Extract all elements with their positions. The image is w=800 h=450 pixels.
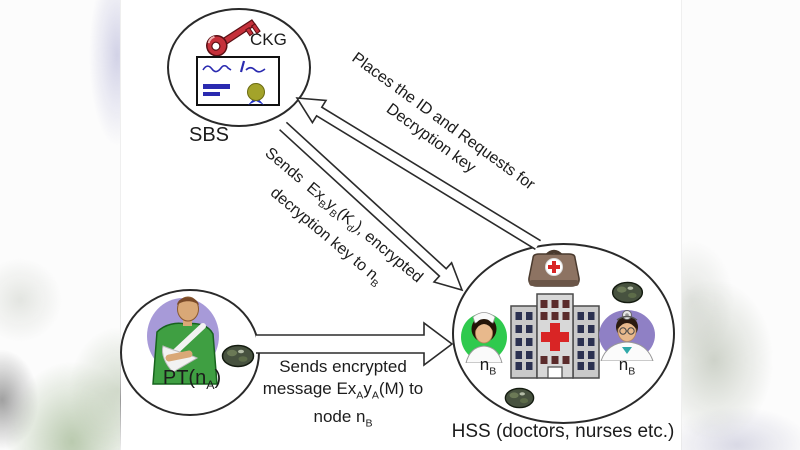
hss-caption: HSS (doctors, nurses etc.) bbox=[451, 421, 675, 442]
hospital-icon bbox=[510, 293, 600, 379]
sendmessage-arrow-label: Sends encrypted message ExAyA(M) to node… bbox=[250, 356, 436, 435]
certificate-icon bbox=[196, 56, 280, 106]
nurse-icon bbox=[461, 312, 507, 363]
blurred-left-border bbox=[0, 0, 121, 450]
nurse-node-label: nB bbox=[479, 355, 497, 378]
medical-bag-icon bbox=[528, 249, 580, 287]
blurred-right-border bbox=[681, 0, 800, 450]
sensor-icon bbox=[504, 387, 535, 409]
arrow-request-hss-to-sbs bbox=[295, 97, 542, 250]
sendmessage-line2: message ExAyA(M) to bbox=[262, 379, 424, 402]
sensor-icon bbox=[611, 281, 644, 304]
ckg-label: CKG bbox=[250, 30, 287, 49]
patient-icon bbox=[147, 296, 219, 385]
sensor-icon bbox=[221, 344, 255, 368]
pt-label: PT(nA) bbox=[162, 367, 222, 392]
sbs-label: SBS bbox=[188, 124, 230, 146]
doctor-icon bbox=[599, 310, 655, 361]
doctor-node-label: nB bbox=[618, 355, 636, 378]
key-icon bbox=[206, 19, 261, 57]
arrow-sendmessage-pt-to-hss bbox=[256, 321, 454, 367]
arrow-sendkey-sbs-to-hss bbox=[279, 121, 464, 292]
sendmessage-line1: Sends encrypted bbox=[279, 357, 407, 376]
sendmessage-line3: node nB bbox=[313, 407, 373, 430]
